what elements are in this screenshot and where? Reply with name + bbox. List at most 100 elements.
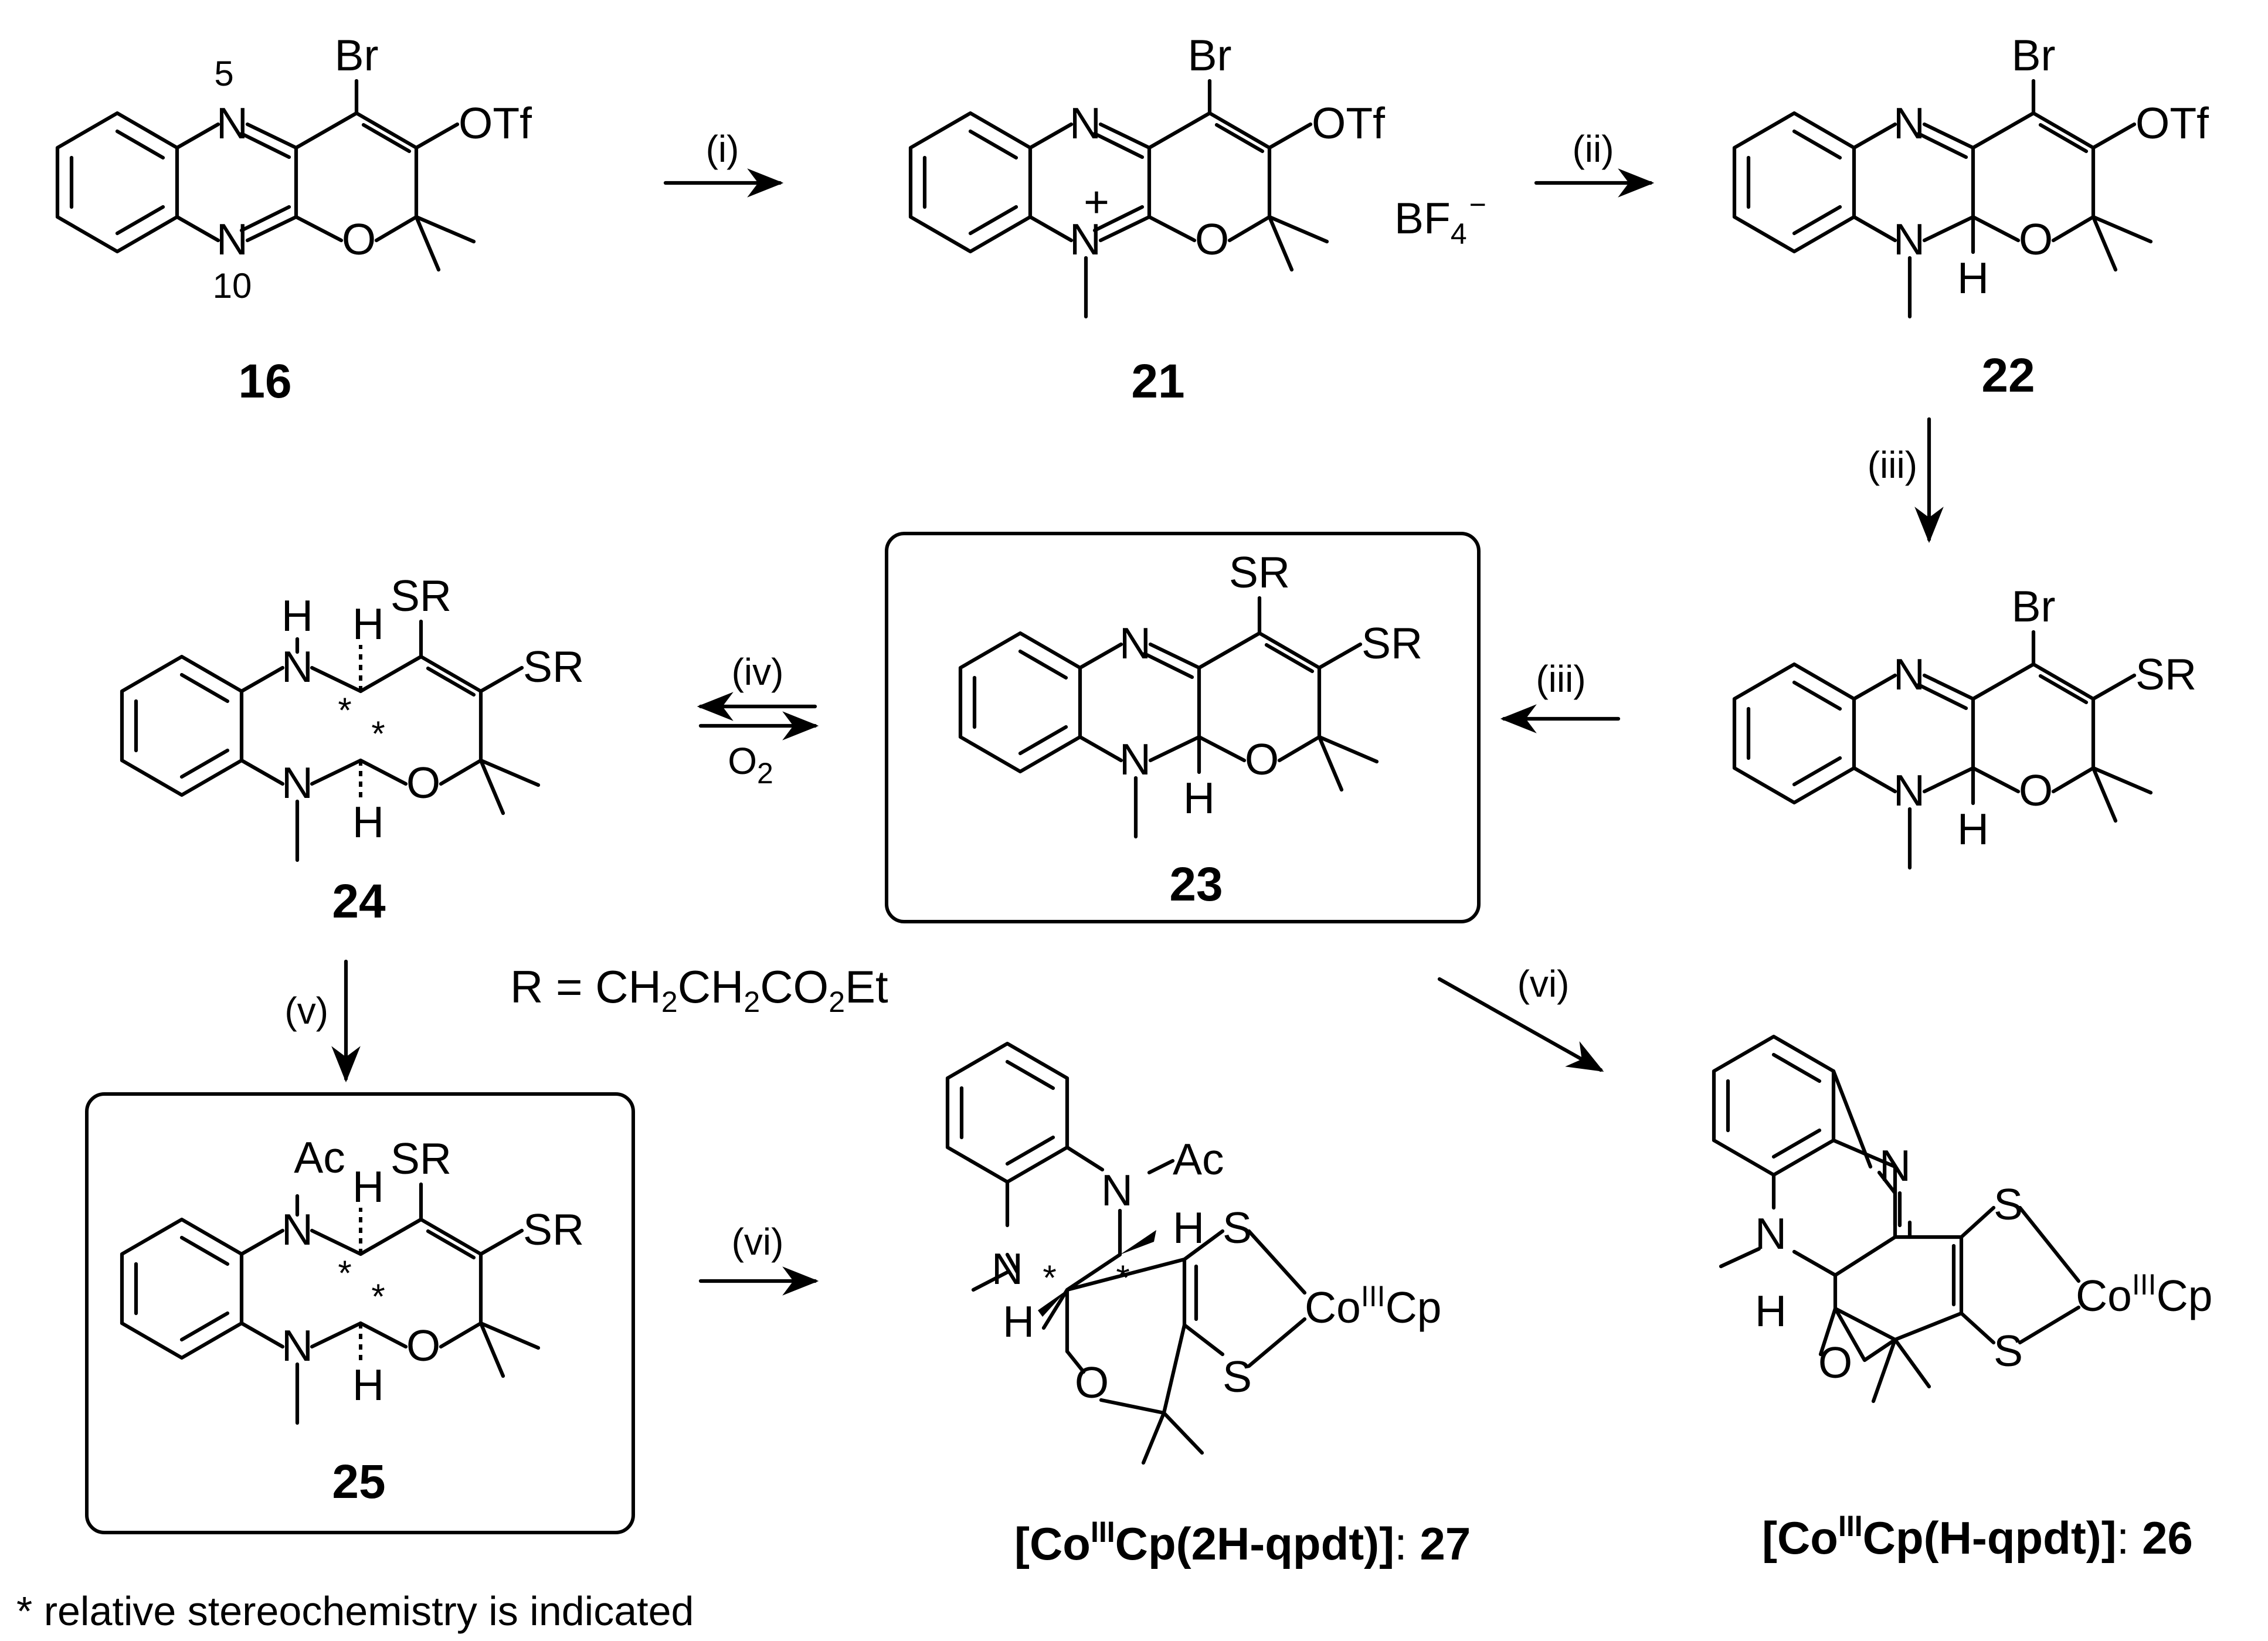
c26-name: [CoIIICp(H-qpdt)]: 26 bbox=[1762, 1510, 2193, 1564]
c23-o: O bbox=[1245, 735, 1279, 784]
condition-vi-b: (vi) bbox=[1517, 963, 1570, 1005]
arrow-iii-left: (iii) bbox=[1500, 658, 1621, 733]
c16-br: Br bbox=[335, 30, 379, 80]
c24-n-top: N bbox=[281, 642, 313, 691]
c24-star1: * bbox=[338, 691, 351, 730]
c22-n-bot: N bbox=[1893, 215, 1925, 264]
compound-26: N N H O S S CoIIICp [CoIIICp(H-qpdt)]: 2… bbox=[1712, 1034, 2212, 1564]
arrow-iv-equilibrium: (iv) O2 bbox=[697, 651, 819, 790]
c16-pos10: 10 bbox=[213, 266, 252, 305]
compound-27: N Ac N H H O S S CoIIICp * * [CoIIICp(2H… bbox=[945, 1041, 1471, 1569]
condition-iv: (iv) bbox=[732, 651, 784, 693]
c21-bf-sup: − bbox=[1469, 188, 1486, 221]
c23-n-top: N bbox=[1119, 619, 1151, 668]
c27-n-ac: N bbox=[1101, 1166, 1133, 1215]
c25-box bbox=[85, 1092, 635, 1534]
c23-label: 23 bbox=[1169, 858, 1223, 911]
c25-star1: * bbox=[338, 1253, 351, 1293]
c24-o: O bbox=[406, 758, 440, 807]
arrow-vi-a: (vi) bbox=[698, 1221, 819, 1296]
arrow-vi-b: (vi) bbox=[1437, 963, 1604, 1072]
c21-bf: BF bbox=[1394, 193, 1451, 243]
c25-n-top: N bbox=[281, 1205, 313, 1254]
c22-o: O bbox=[2019, 215, 2053, 264]
c25-label: 25 bbox=[332, 1455, 385, 1509]
c25-sr1: SR bbox=[391, 1134, 451, 1183]
c16-pos5: 5 bbox=[214, 54, 233, 93]
c26-co-sup: III bbox=[2132, 1268, 2157, 1301]
c21-bf4: BF4− bbox=[1394, 188, 1486, 250]
cbrsr-br: Br bbox=[2012, 582, 2056, 631]
c27-o: O bbox=[1075, 1358, 1109, 1407]
c24-n-bot: N bbox=[281, 758, 313, 807]
compound-23: N N H O SR SR 23 bbox=[885, 532, 1481, 923]
c21-n-top: N bbox=[1070, 98, 1101, 148]
c24-star2: * bbox=[371, 714, 385, 753]
c21-o: O bbox=[1195, 215, 1229, 264]
c24-sr2: SR bbox=[523, 642, 584, 691]
c21-br: Br bbox=[1188, 30, 1232, 80]
c27-star2: * bbox=[1116, 1258, 1129, 1297]
c27-co: Co bbox=[1305, 1283, 1361, 1332]
c21-n-plus: N bbox=[1070, 215, 1101, 264]
c24-h-nh: H bbox=[281, 591, 313, 640]
footnote: * relative stereochemistry is indicated bbox=[16, 1588, 694, 1634]
c21-plus: + bbox=[1084, 177, 1109, 226]
c26-co-cp: CoIIICp bbox=[2076, 1268, 2212, 1320]
c25-ac: Ac bbox=[294, 1133, 345, 1182]
compound-br-sr: N N H O Br SR bbox=[1732, 582, 2196, 870]
c25-sr2: SR bbox=[523, 1205, 584, 1254]
c27-h1: H bbox=[1173, 1203, 1204, 1252]
c16-n5: N bbox=[216, 98, 248, 148]
arrow-v: (v) bbox=[284, 959, 361, 1083]
c27-name: [CoIIICp(2H-qpdt)]: 27 bbox=[1014, 1516, 1471, 1569]
cbrsr-sr: SR bbox=[2135, 650, 2196, 699]
condition-o2: O2 bbox=[728, 740, 773, 790]
c22-label: 22 bbox=[1981, 349, 2035, 402]
c27-co-sup: III bbox=[1361, 1280, 1386, 1313]
compound-25: N Ac H N H O SR SR * * 25 bbox=[85, 1092, 635, 1534]
c27-s2: S bbox=[1223, 1352, 1252, 1401]
compound-21: N N + O Br OTf BF4− 21 bbox=[908, 30, 1486, 408]
c23-n-bot: N bbox=[1119, 735, 1151, 784]
c16-o: O bbox=[342, 215, 376, 264]
c26-h: H bbox=[1755, 1286, 1787, 1336]
c25-h-bot: H bbox=[352, 1360, 384, 1409]
c21-otf: OTf bbox=[1312, 98, 1385, 148]
condition-vi-a: (vi) bbox=[732, 1221, 784, 1263]
arrow-iii-down: (iii) bbox=[1868, 417, 1944, 543]
c16-label: 16 bbox=[238, 355, 291, 408]
cbrsr-n-bot: N bbox=[1893, 766, 1925, 815]
o2-sub: 2 bbox=[757, 757, 773, 790]
c25-h-top: H bbox=[352, 1162, 384, 1211]
c23-h: H bbox=[1183, 773, 1215, 823]
cbrsr-o: O bbox=[2019, 766, 2053, 815]
c27-label: 27 bbox=[1420, 1518, 1471, 1569]
c24-label: 24 bbox=[332, 875, 386, 928]
c27-ac: Ac bbox=[1173, 1134, 1224, 1184]
c25-o: O bbox=[406, 1321, 440, 1370]
c27-star1: * bbox=[1043, 1258, 1056, 1297]
cbrsr-n-top: N bbox=[1893, 650, 1925, 699]
c24-h-ring: H bbox=[352, 599, 384, 648]
arrow-i: (i) bbox=[663, 128, 784, 198]
c27-s1: S bbox=[1223, 1203, 1252, 1252]
condition-v: (v) bbox=[284, 990, 328, 1032]
c22-br: Br bbox=[2012, 30, 2056, 80]
c25-star2: * bbox=[371, 1277, 385, 1316]
c16-otf: OTf bbox=[459, 98, 532, 148]
c25-n-bot: N bbox=[281, 1321, 313, 1370]
cbrsr-h: H bbox=[1957, 804, 1989, 854]
c23-box bbox=[885, 532, 1481, 923]
c24-sr1: SR bbox=[391, 571, 451, 620]
c26-n-me: N bbox=[1755, 1209, 1787, 1258]
condition-iii-left: (iii) bbox=[1536, 658, 1585, 700]
c26-n-top: N bbox=[1879, 1141, 1911, 1190]
condition-ii: (ii) bbox=[1572, 128, 1614, 170]
compound-24: N H H N H O SR SR * * 24 bbox=[120, 571, 584, 928]
c26-label: 26 bbox=[2142, 1512, 2193, 1564]
c23-sr2: SR bbox=[1362, 619, 1422, 668]
c22-n-top: N bbox=[1893, 98, 1925, 148]
c26-co: Co bbox=[2076, 1271, 2132, 1320]
